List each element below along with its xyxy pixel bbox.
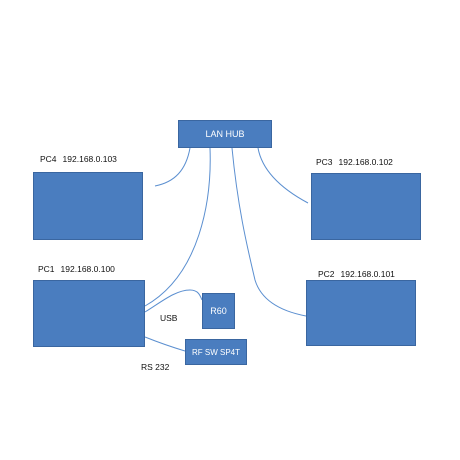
link-rs232-pc1-rfsw xyxy=(144,336,186,352)
pc4-name: PC4 xyxy=(40,154,57,164)
link-usb-pc1-r60 xyxy=(144,289,203,313)
link-hub-pc1 xyxy=(144,147,211,307)
pc2-name: PC2 xyxy=(318,269,335,279)
pc3-caption: PC3 192.168.0.102 xyxy=(316,158,393,167)
lan-hub-box xyxy=(178,120,272,148)
pc2-caption: PC2 192.168.0.101 xyxy=(318,270,395,279)
pc3-box xyxy=(311,173,421,240)
usb-label: USB xyxy=(160,313,178,323)
pc3-name: PC3 xyxy=(316,157,333,167)
pc1-caption: PC1 192.168.0.100 xyxy=(38,265,115,274)
pc1-ip: 192.168.0.100 xyxy=(60,264,115,274)
pc3-ip: 192.168.0.102 xyxy=(338,157,393,167)
pc2-box xyxy=(306,280,416,346)
r60-label: R60 xyxy=(210,306,227,316)
pc4-caption: PC4 192.168.0.103 xyxy=(40,155,117,164)
lan-hub-label: LAN HUB xyxy=(205,129,245,139)
rs232-label: RS 232 xyxy=(141,362,170,372)
link-hub-pc3 xyxy=(257,147,309,204)
rf-switch-label: RF SW SP4T xyxy=(191,347,240,357)
link-hub-pc4 xyxy=(154,147,191,187)
pc1-box xyxy=(33,280,145,347)
pc2-ip: 192.168.0.101 xyxy=(340,269,395,279)
pc1-name: PC1 xyxy=(38,264,55,274)
link-hub-pc2 xyxy=(231,147,307,317)
r60-box xyxy=(202,293,235,329)
rf-switch-box xyxy=(185,339,247,365)
pc4-ip: 192.168.0.103 xyxy=(62,154,117,164)
pc4-box xyxy=(33,172,143,240)
